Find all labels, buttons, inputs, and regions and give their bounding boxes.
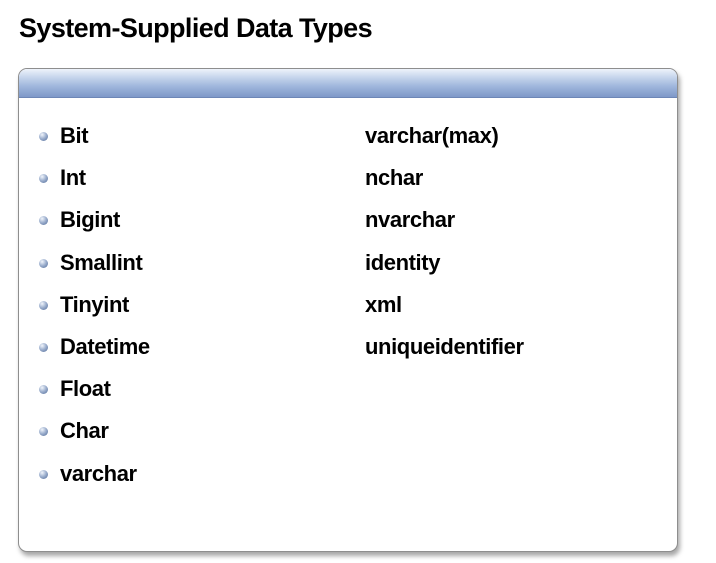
list-item-label: identity — [365, 249, 441, 275]
list-item: Datetime — [39, 331, 150, 373]
bullet-icon — [39, 216, 48, 226]
list-item-label: varchar(max) — [365, 123, 499, 148]
list-item-label: Tinyint — [60, 291, 129, 317]
list-item-label: Int — [60, 165, 86, 191]
list-item: identity — [365, 247, 524, 289]
list-item: Bit — [39, 120, 150, 162]
data-type-list-left: Bit Int Bigint Smallint Tinyint Datetime… — [39, 120, 150, 500]
card-header-bar — [19, 69, 677, 98]
list-item: Char — [39, 415, 150, 457]
page-title: System-Supplied Data Types — [19, 13, 373, 43]
bullet-icon — [39, 342, 48, 352]
list-item-label: Datetime — [60, 333, 150, 359]
list-item: nchar — [365, 162, 524, 204]
bullet-icon — [39, 385, 48, 395]
list-item: varchar — [39, 458, 150, 500]
list-item: xml — [365, 289, 524, 331]
list-item-label: Smallint — [60, 249, 143, 275]
list-item-label: xml — [365, 291, 402, 317]
bullet-icon — [39, 258, 48, 268]
list-item: uniqueidentifier — [365, 331, 524, 373]
list-item-label: uniqueidentifier — [365, 333, 524, 359]
list-item: Float — [39, 373, 150, 415]
bullet-icon — [39, 300, 48, 310]
data-type-list-right: varchar(max) nchar nvarchar identity xml… — [365, 120, 524, 373]
list-item-label: Float — [60, 376, 111, 402]
list-item: Bigint — [39, 204, 150, 246]
list-item: nvarchar — [365, 204, 524, 246]
content-card: Bit Int Bigint Smallint Tinyint Datetime… — [18, 68, 678, 552]
list-item-label: Bit — [60, 123, 89, 148]
list-item-label: nvarchar — [365, 207, 455, 233]
list-item: Tinyint — [39, 289, 150, 331]
bullet-icon — [39, 427, 48, 437]
list-item-label: nchar — [365, 165, 423, 191]
list-item-label: Char — [60, 418, 109, 444]
bullet-icon — [39, 132, 48, 141]
list-item-label: varchar — [60, 460, 137, 486]
list-item: varchar(max) — [365, 120, 524, 162]
list-item: Smallint — [39, 247, 150, 289]
bullet-icon — [39, 174, 48, 184]
list-item: Int — [39, 162, 150, 204]
bullet-icon — [39, 469, 48, 479]
list-item-label: Bigint — [60, 207, 120, 233]
